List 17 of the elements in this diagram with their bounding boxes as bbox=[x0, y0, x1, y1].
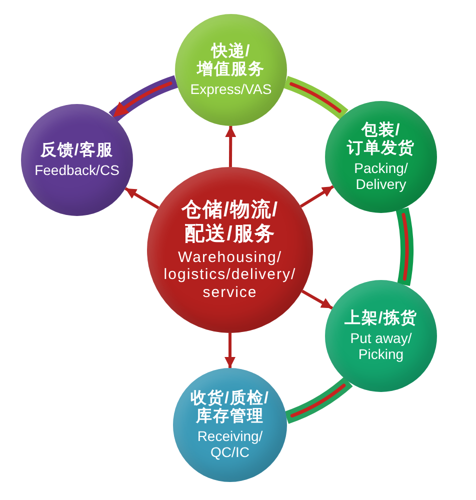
arrow bbox=[225, 126, 236, 168]
node-title: 上架/拣货 bbox=[343, 310, 419, 329]
node-subtitle: Feedback/CS bbox=[34, 162, 120, 178]
node-title: 收货/质检/库存管理 bbox=[190, 390, 270, 428]
node-subtitle: Warehousing/logistics/delivery/service bbox=[162, 249, 298, 301]
node-title: 包装/订单发货 bbox=[346, 122, 416, 160]
arrow bbox=[301, 290, 334, 310]
node-subtitle: Express/VAS bbox=[189, 81, 273, 98]
node-title: 反馈/客服 bbox=[39, 142, 115, 160]
node-subtitle: Put away/Picking bbox=[349, 330, 413, 362]
node-subtitle: Receiving/QC/IC bbox=[196, 428, 264, 460]
arrow bbox=[224, 333, 236, 368]
node-title: 仓储/物流/配送/服务 bbox=[180, 199, 280, 246]
node-subtitle: Packing/Delivery bbox=[353, 160, 409, 192]
node-title: 快递/增值服务 bbox=[196, 42, 266, 80]
arrow bbox=[300, 185, 334, 208]
arrow bbox=[124, 187, 160, 210]
